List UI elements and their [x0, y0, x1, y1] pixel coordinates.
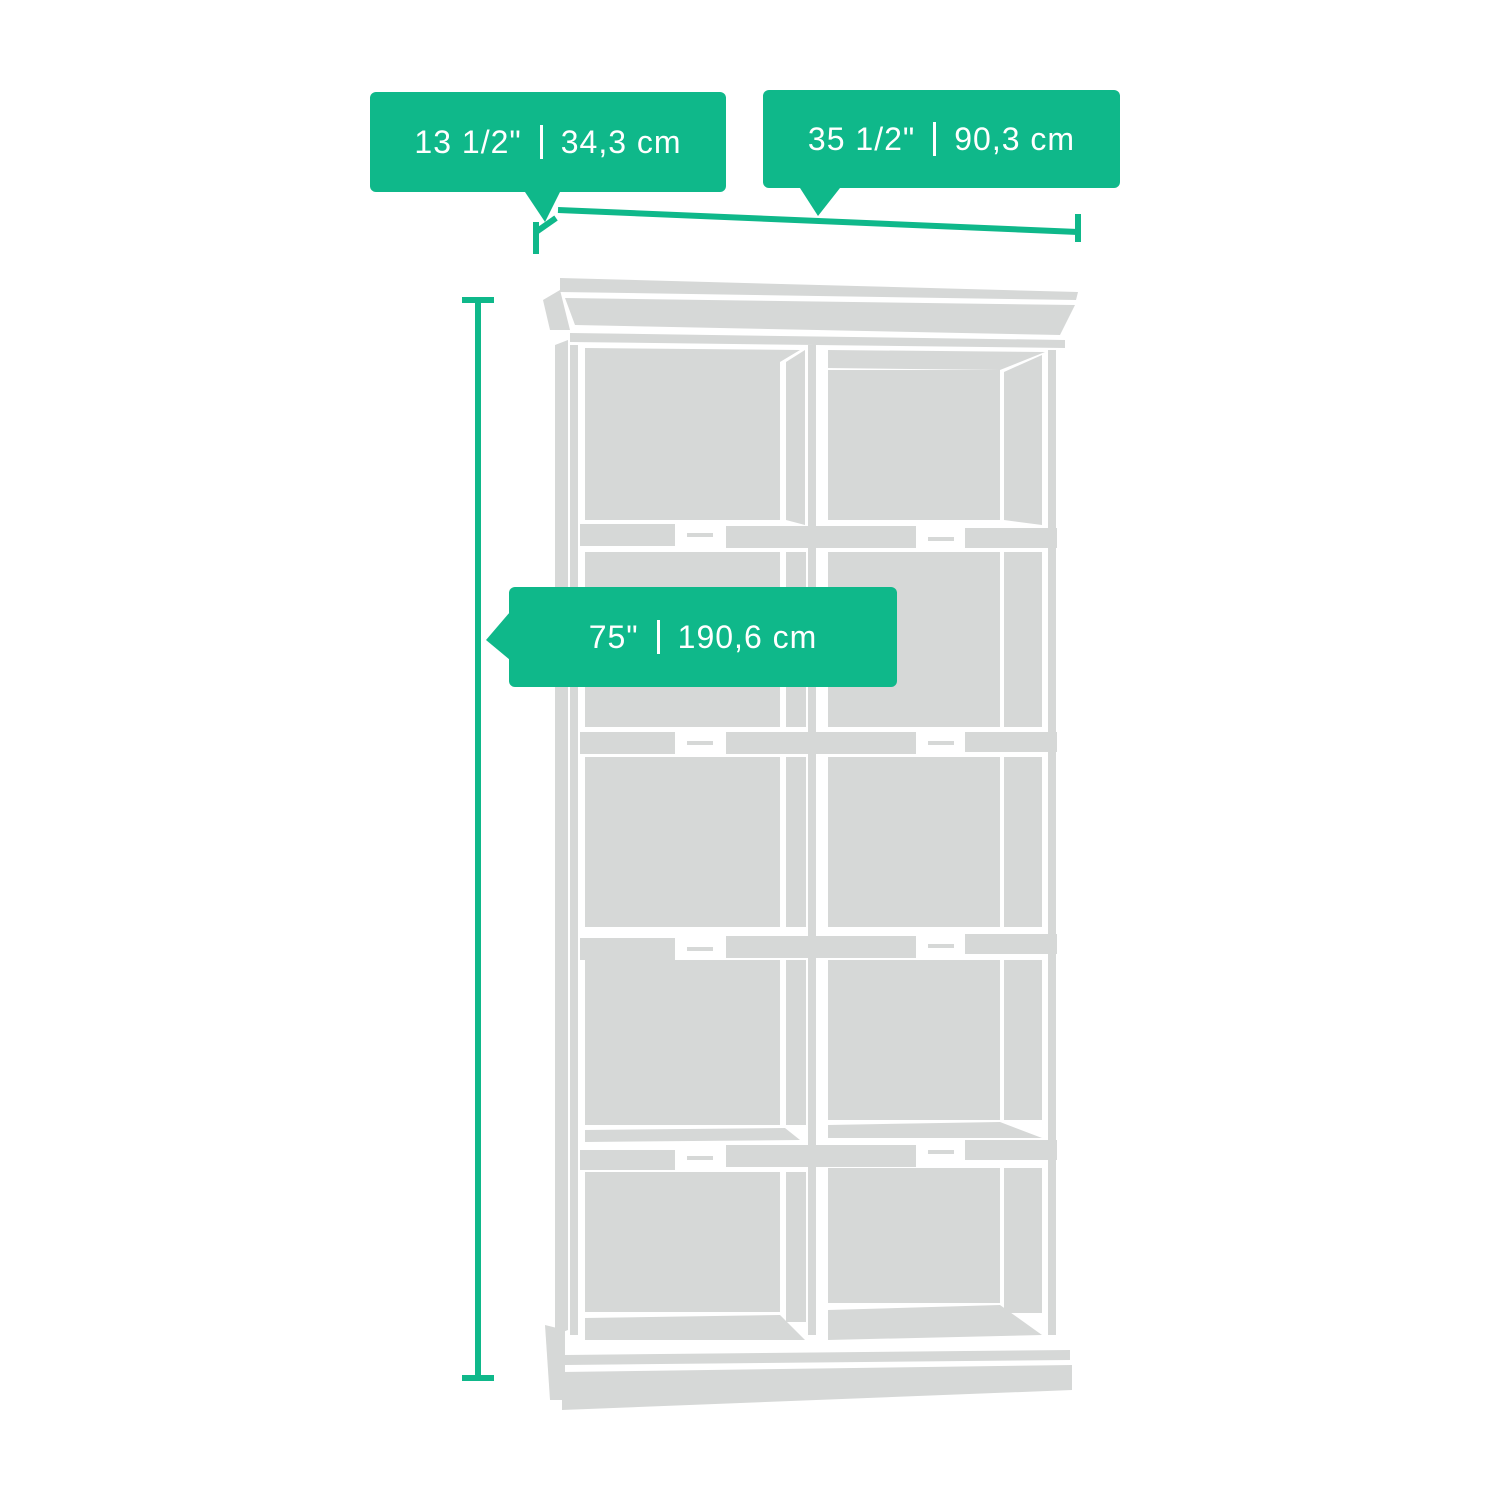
- depth-dimension-label: 13 1/2" 34,3 cm: [370, 92, 726, 192]
- dimension-lines: [462, 207, 1081, 1381]
- depth-metric: 34,3 cm: [560, 123, 682, 160]
- height-imperial: 75": [588, 618, 639, 655]
- width-imperial: 35 1/2": [807, 120, 916, 157]
- height-dimension-label: 75" 190,6 cm: [509, 587, 897, 687]
- width-dimension-label: 35 1/2" 90,3 cm: [763, 90, 1120, 188]
- separator: [656, 620, 660, 654]
- width-metric: 90,3 cm: [954, 120, 1076, 157]
- height-metric: 190,6 cm: [677, 618, 818, 655]
- depth-imperial: 13 1/2": [414, 123, 522, 160]
- separator: [539, 125, 543, 159]
- separator: [933, 122, 937, 156]
